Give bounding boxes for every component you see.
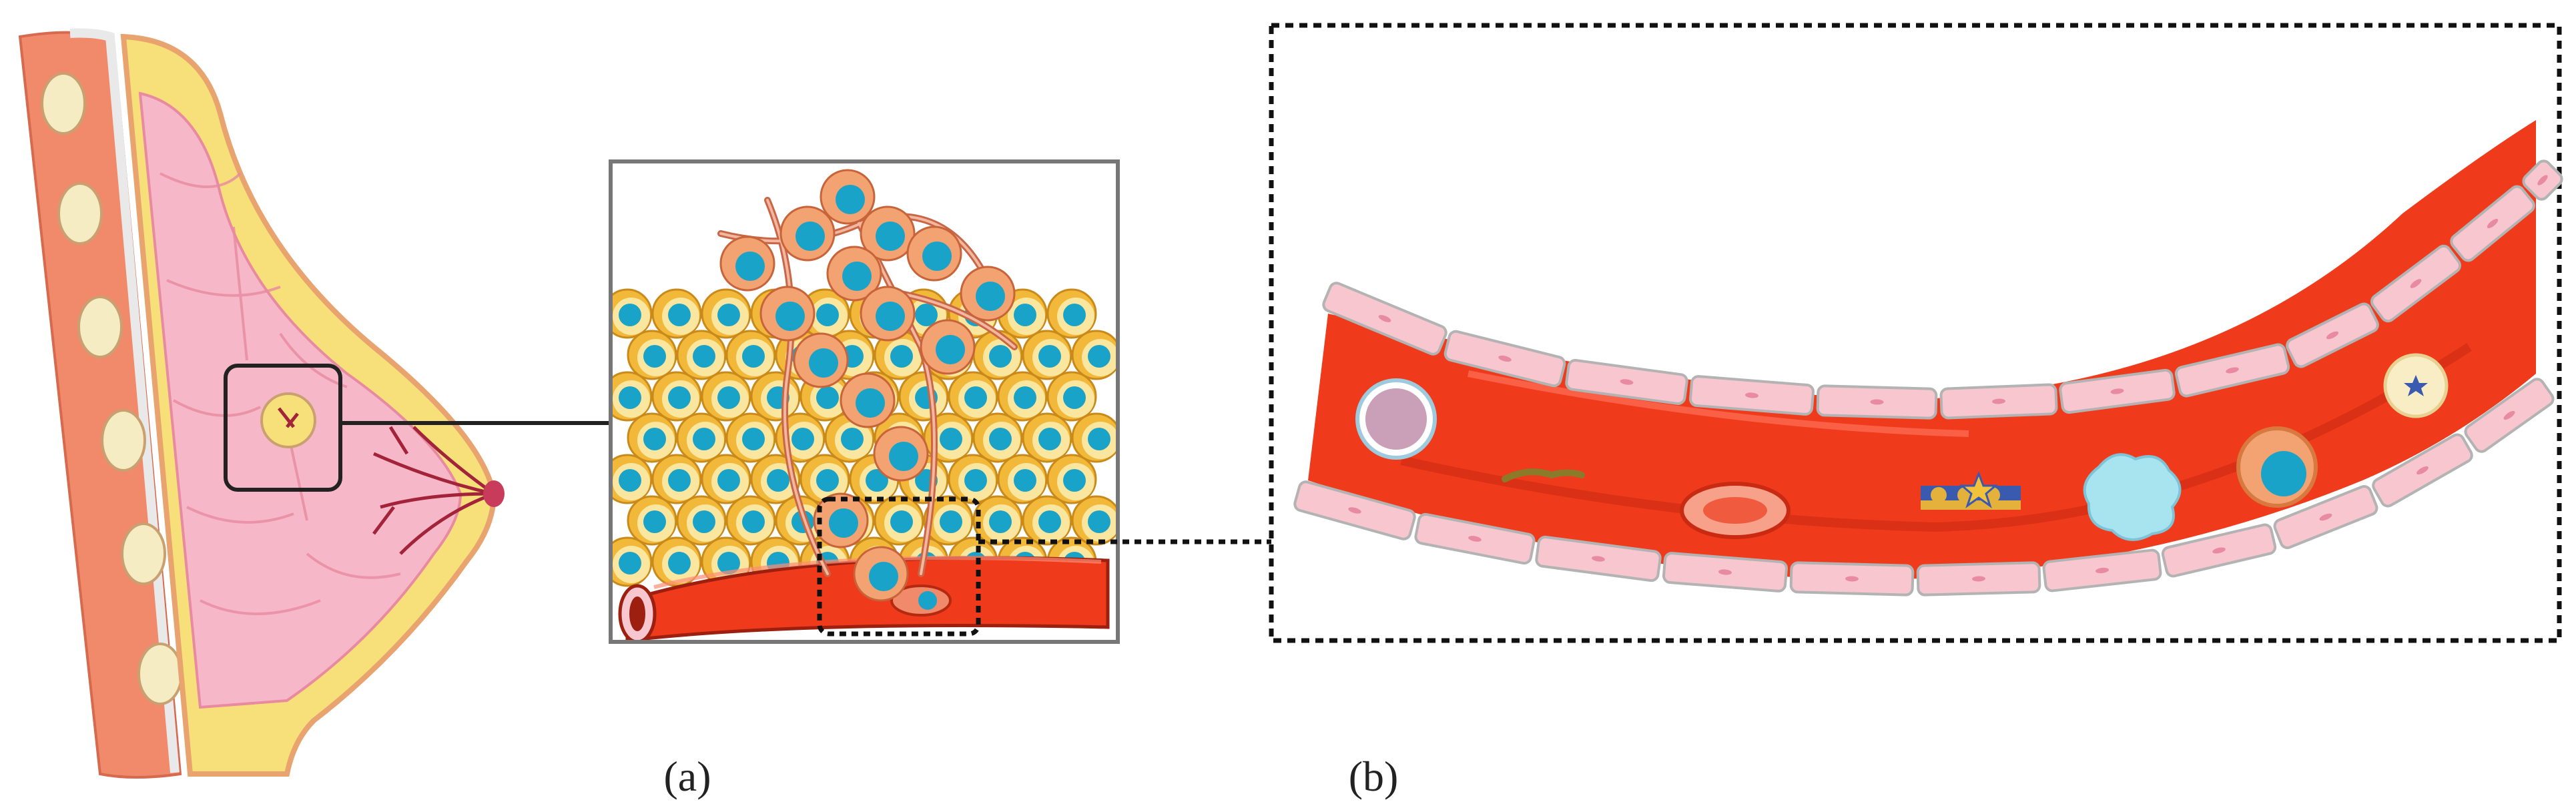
tumor-cell: [750, 454, 801, 504]
endothelial-wall-bottom: [1293, 378, 2555, 596]
invasive-cell: [813, 492, 869, 548]
tumor-cell: [1046, 288, 1097, 339]
tumor-cell: [972, 495, 1023, 546]
endothelial-cell: [2450, 185, 2535, 262]
tumor-cell: [799, 454, 850, 504]
invasive-cell: [719, 236, 775, 292]
tumor-cell: [948, 454, 998, 504]
panel-label-b: (b): [1349, 753, 1399, 800]
tumor-cell: [997, 371, 1048, 422]
invasive-cell: [759, 286, 816, 342]
endothelial-cell: [2059, 368, 2176, 414]
tumor-cell: [613, 371, 653, 422]
tumor-cell: [1071, 412, 1116, 463]
tumor-cell: [1071, 495, 1116, 546]
blood-vessel-illustration: [1269, 23, 2563, 643]
endothelial-cell: [1293, 480, 1416, 540]
endothelial-cell: [2042, 548, 2162, 592]
tumor-cluster-illustration: [609, 159, 1120, 644]
tumor-cell: [676, 330, 727, 380]
endothelial-cell: [1535, 535, 1662, 582]
tumor-cell: [948, 371, 998, 422]
invasive-tumor-cells: [719, 169, 1016, 602]
tumor-blood-vessel: [618, 556, 1110, 640]
invasive-cell: [920, 319, 976, 375]
endothelial-cell: [2273, 485, 2378, 549]
tumor-cell: [1022, 330, 1072, 380]
endothelial-cell: [2464, 378, 2555, 453]
irregular-cell-icon: [2083, 453, 2182, 541]
tumor-cell: [1022, 412, 1072, 463]
endothelial-wall-top: [1322, 159, 2563, 420]
tumor-cell: [997, 454, 1048, 504]
invasive-cell: [779, 206, 836, 262]
endothelial-cell: [1443, 330, 1566, 388]
invasive-cell: [860, 286, 916, 342]
endothelial-cell: [1816, 384, 1938, 420]
tumor-cell: [725, 412, 776, 463]
invasive-cell: [840, 372, 896, 428]
endothelial-cell: [1322, 282, 1447, 356]
tumor-cell: [627, 330, 677, 380]
endothelial-cell: [2370, 244, 2462, 323]
tumor-cell: [651, 536, 702, 587]
endothelial-cell: [1662, 552, 1788, 592]
endothelial-cell: [2372, 433, 2473, 508]
invasive-cell: [820, 169, 876, 225]
invasive-cell: [853, 546, 909, 602]
tumor-cell: [972, 330, 1023, 380]
tumor-cell: [627, 495, 677, 546]
panel-label-a: (a): [663, 753, 711, 800]
tumor-cell: [651, 371, 702, 422]
tumor-cell: [1046, 371, 1097, 422]
tumor-cell: [1022, 495, 1072, 546]
tumor-cell: [972, 412, 1023, 463]
circulating-cell-icons: [1355, 353, 2449, 541]
invasive-cell: [793, 332, 849, 388]
tumor-cell: [651, 288, 702, 339]
endothelial-cell: [1689, 375, 1815, 416]
tumor-cell: [651, 454, 702, 504]
tumor-cell: [898, 371, 949, 422]
tumor-cell: [725, 330, 776, 380]
platelet-chain-icon: [1921, 470, 2021, 510]
tumor-cell: [1071, 330, 1116, 380]
rib-sections: [41, 72, 183, 705]
endothelial-cell: [1789, 561, 1915, 596]
invasive-cell: [906, 226, 962, 282]
tumor-cell: [676, 495, 727, 546]
endothelial-cell: [2161, 523, 2277, 578]
tumor-cell: [799, 288, 850, 339]
tumor-cell: [1046, 454, 1097, 504]
fragment-icon: [1502, 468, 1585, 482]
invasive-cell: [960, 266, 1016, 322]
endothelial-cell: [1916, 561, 2041, 596]
breast-anatomy-illustration: [18, 28, 505, 779]
tumor-cell: [725, 495, 776, 546]
tumor-cell: [676, 412, 727, 463]
invasive-cell: [826, 246, 882, 302]
tumor-cell: [750, 371, 801, 422]
tumor-cell: [874, 495, 924, 546]
tumor-cell: [613, 454, 653, 504]
tumor-cell: [627, 412, 677, 463]
invasive-cell: [873, 426, 929, 482]
endothelial-cell: [2286, 302, 2379, 368]
tumor-zoom-box: [224, 364, 342, 492]
vessel-zoom-box: [817, 496, 981, 637]
tumor-cell: [923, 495, 974, 546]
tumor-cell: [701, 371, 751, 422]
tumor-cell: [613, 536, 653, 587]
endothelial-cell: [2174, 343, 2290, 398]
endothelial-cell: [1939, 383, 2058, 420]
nipple: [483, 480, 505, 507]
tumor-cell: [701, 288, 751, 339]
endothelial-cell: [1414, 512, 1536, 565]
endothelial-cell: [2522, 159, 2563, 201]
tumor-cell: [701, 454, 751, 504]
endothelial-cell: [1565, 358, 1688, 406]
invasive-cell: [860, 206, 916, 262]
tumor-cell: [613, 288, 653, 339]
